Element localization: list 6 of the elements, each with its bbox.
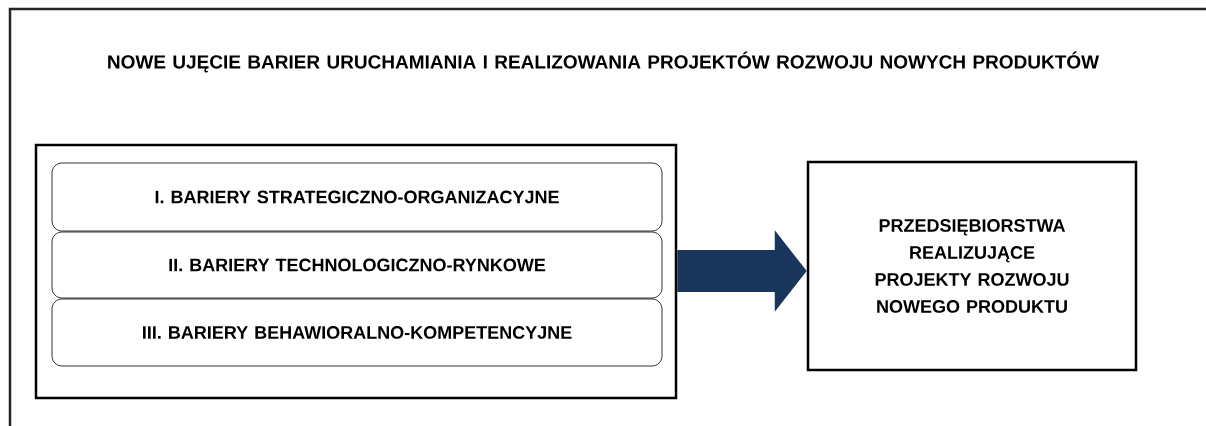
barrier-box: I. BARIERY STRATEGICZNO-ORGANIZACYJNE: [51, 162, 663, 232]
barrier-box: II. BARIERY TECHNOLOGICZNO-RYNKOWE: [51, 231, 663, 299]
barrier-box: III. BARIERY BEHAWIORALNO-KOMPETENCYJNE: [51, 298, 663, 367]
group-box: [34, 143, 678, 400]
title: NOWE UJĘCIE BARIER URUCHAMIANIA I REALIZOWANIA PROJEKTÓW ROZWOJU NOWYCH PRODUKTÓW: [108, 51, 1100, 73]
company-box: PRZEDSIĘBIORSTWA REALIZUJĄCE PROJEKTY ROZWOJU NOWEGO PRODUKTU: [806, 160, 1138, 372]
